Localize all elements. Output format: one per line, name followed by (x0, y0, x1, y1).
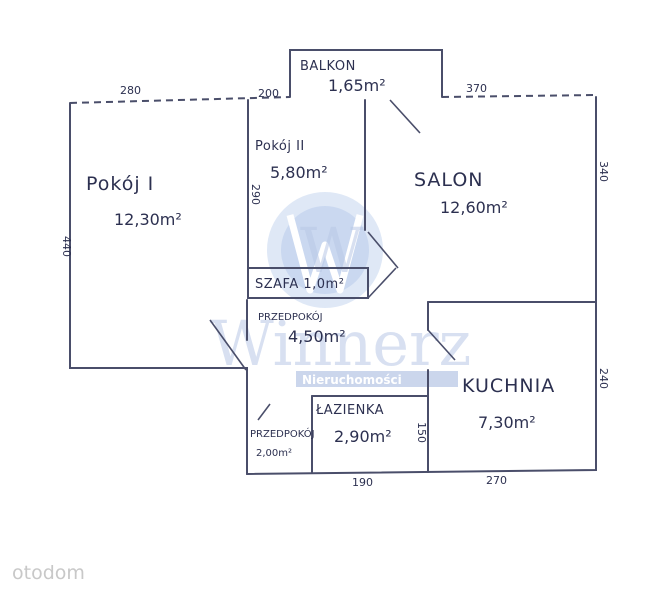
lazienka-name: ŁAZIENKA (315, 403, 384, 418)
brand-logo: otodom (12, 562, 85, 584)
room-labels: Pokój I 12,30m² Pokój II 5,80m² SALON 12… (86, 59, 555, 459)
balkon-name: BALKON (300, 59, 356, 74)
przedpokoj-small-area: 2,00m² (256, 448, 292, 459)
szafa-label: SZAFA 1,0m² (255, 277, 344, 292)
dim-top-mid: 200 (258, 87, 279, 100)
dim-right-top: 340 (597, 161, 610, 182)
dim-lazienka-side: 150 (415, 422, 428, 443)
dim-top-left: 280 (120, 84, 141, 97)
przedpokoj-name: PRZEDPOKÓJ (258, 310, 323, 323)
kuchnia-area: 7,30m² (478, 413, 536, 432)
pokoj1-area: 12,30m² (114, 210, 182, 229)
balkon-area: 1,65m² (328, 76, 386, 95)
watermark-emblem-letter: W (300, 214, 364, 287)
dim-bottom-left: 190 (352, 476, 373, 489)
przedpokoj-area: 4,50m² (288, 327, 346, 346)
pokoj2-area: 5,80m² (270, 163, 328, 182)
dim-right-bottom: 240 (597, 368, 610, 389)
dimension-labels: 280 200 370 440 290 340 240 190 270 150 (60, 82, 610, 489)
watermark: W Winnerz Nieruchomości (210, 192, 471, 387)
salon-area: 12,60m² (440, 198, 508, 217)
pokoj2-name: Pokój II (255, 139, 305, 154)
watermark-sub-band (296, 371, 458, 387)
pokoj1-name: Pokój I (86, 173, 154, 195)
dim-bottom-right: 270 (486, 474, 507, 487)
przedpokoj-small-name: PRZEDPOKÓJ (250, 427, 315, 440)
dim-top-right: 370 (466, 82, 487, 95)
dim-pokoj2-side: 290 (249, 184, 262, 205)
doors (209, 99, 456, 421)
walls (69, 49, 597, 475)
salon-name: SALON (414, 169, 484, 191)
watermark-subtext: Nieruchomości (302, 373, 402, 387)
kuchnia-name: KUCHNIA (462, 375, 555, 397)
lazienka-area: 2,90m² (334, 427, 392, 446)
dim-left: 440 (60, 236, 73, 257)
